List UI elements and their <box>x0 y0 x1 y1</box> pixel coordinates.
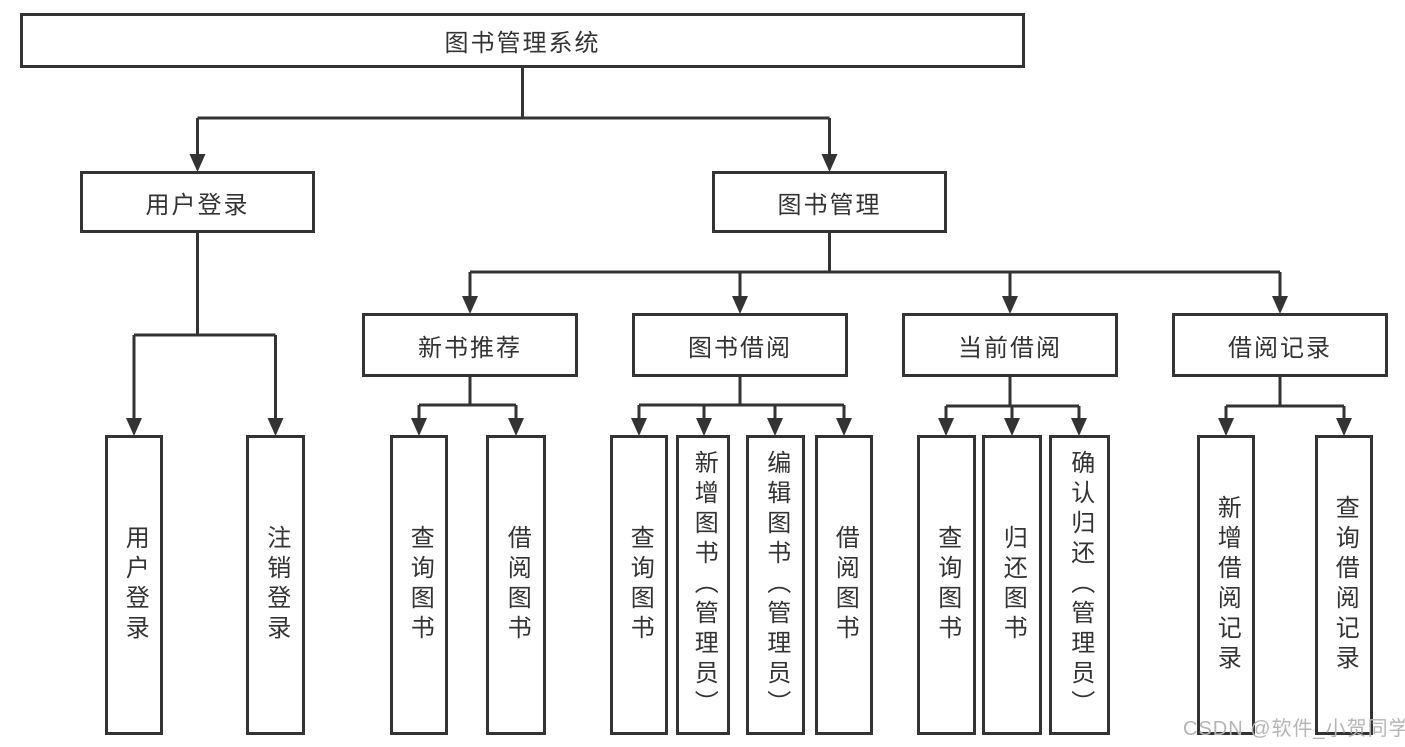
leaf-add-books-admin: 新增图书（管理员） <box>676 435 730 735</box>
node-label: 归还图书 <box>999 525 1027 645</box>
node-new-book-recommendation: 新书推荐 <box>362 313 578 377</box>
watermark: CSDN @软件_小贺同学 <box>1183 718 1405 740</box>
node-label: 图书管理系统 <box>444 30 601 57</box>
node-label: 图书管理 <box>777 191 882 219</box>
node-label: 用户登录 <box>121 525 149 645</box>
leaf-edit-books-admin: 编辑图书（管理员） <box>746 435 805 735</box>
node-label: 注销登录 <box>262 525 290 645</box>
node-library-management-system: 图书管理系统 <box>20 13 1025 68</box>
node-label: 新增图书（管理员） <box>690 450 718 720</box>
leaf-borrowing-query-books: 查询图书 <box>610 435 668 735</box>
leaf-user-login: 用户登录 <box>105 435 163 735</box>
node-label: 用户登录 <box>145 191 250 219</box>
node-current-borrowing: 当前借阅 <box>902 313 1118 377</box>
node-label: 借阅图书 <box>503 525 531 645</box>
node-label: 查询图书 <box>626 525 654 645</box>
leaf-confirm-return-admin: 确认归还（管理员） <box>1049 435 1110 735</box>
node-label: 编辑图书（管理员） <box>762 450 790 720</box>
leaf-recommend-query-books: 查询图书 <box>390 435 448 735</box>
leaf-recommend-borrow-books: 借阅图书 <box>486 435 546 735</box>
leaf-query-borrow-record: 查询借阅记录 <box>1315 435 1373 735</box>
leaf-return-books: 归还图书 <box>982 435 1042 735</box>
node-book-borrowing: 图书借阅 <box>632 313 848 377</box>
node-label: 当前借阅 <box>958 334 1062 362</box>
node-label: 借阅图书 <box>831 525 859 645</box>
node-label: 查询借阅记录 <box>1331 495 1359 675</box>
leaf-current-query-books: 查询图书 <box>917 435 976 735</box>
node-user-login: 用户登录 <box>80 171 315 233</box>
node-label: 借阅记录 <box>1228 334 1332 362</box>
leaf-borrow-books: 借阅图书 <box>815 435 873 735</box>
leaf-add-borrow-record: 新增借阅记录 <box>1197 435 1255 735</box>
node-label: 新书推荐 <box>418 334 522 362</box>
leaf-logout: 注销登录 <box>246 435 305 735</box>
node-label: 新增借阅记录 <box>1213 495 1241 675</box>
node-book-management: 图书管理 <box>712 171 947 233</box>
node-label: 图书借阅 <box>688 334 792 362</box>
node-label: 查询图书 <box>933 525 961 645</box>
node-borrowing-records: 借阅记录 <box>1172 313 1388 377</box>
node-label: 确认归还（管理员） <box>1066 450 1094 720</box>
node-label: 查询图书 <box>406 525 434 645</box>
